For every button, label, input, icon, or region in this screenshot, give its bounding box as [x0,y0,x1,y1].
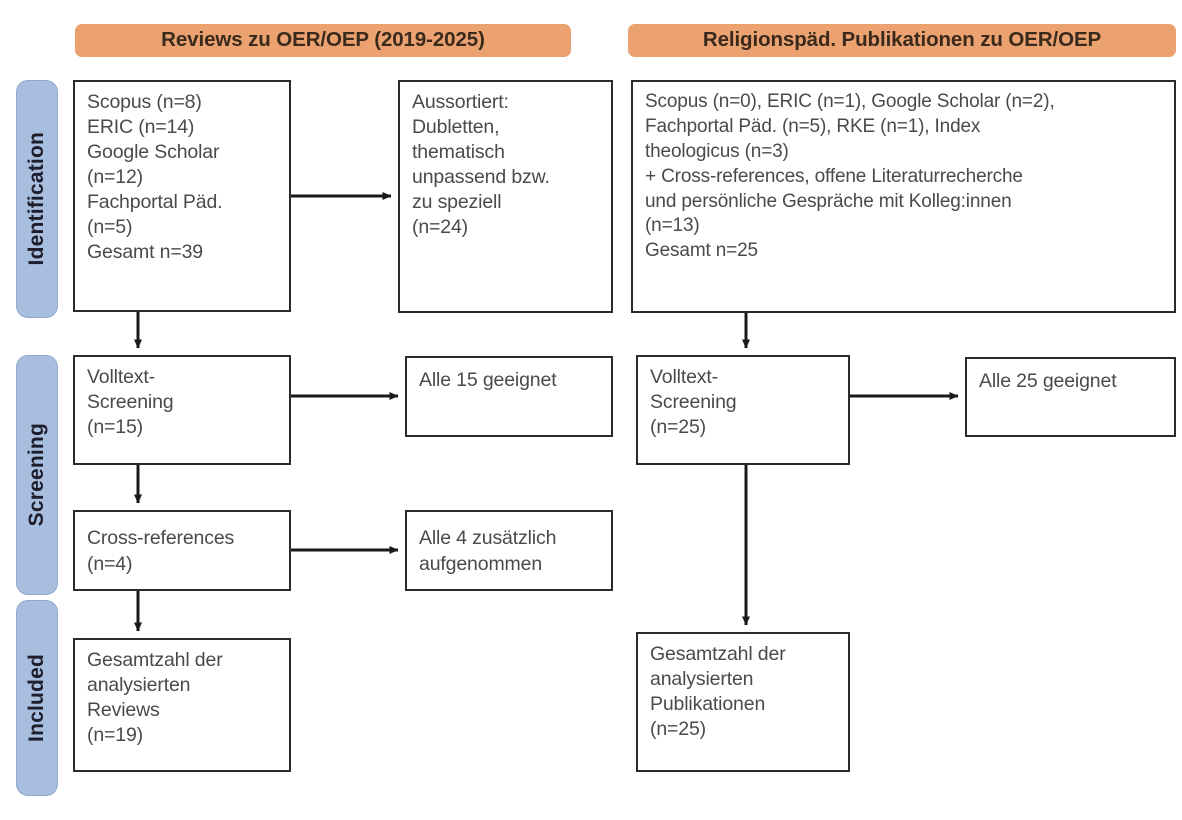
box-identification-sources-left: Scopus (n=8) ERIC (n=14) Google Scholar … [73,80,291,312]
box-crossreferences-added-left: Alle 4 zusätzlich aufgenommen [405,510,613,591]
box-identification-sources-right: Scopus (n=0), ERIC (n=1), Google Scholar… [631,80,1176,313]
box-identification-excluded: Aussortiert: Dubletten, thematisch unpas… [398,80,613,313]
column-header-reviews: Reviews zu OER/OEP (2019-2025) [75,24,571,57]
stage-label-screening-text: Screening [25,423,48,527]
box-screening-fulltext-right: Volltext- Screening (n=25) [636,355,850,465]
stage-label-identification-text: Identification [25,132,48,266]
stage-label-screening: Screening [16,355,58,595]
box-screening-eligible-right: Alle 25 geeignet [965,357,1176,437]
box-crossreferences-left: Cross-references (n=4) [73,510,291,591]
box-included-total-left: Gesamtzahl der analysierten Reviews (n=1… [73,638,291,772]
stage-label-included: Included [16,600,58,796]
stage-label-included-text: Included [25,654,48,742]
box-screening-eligible-left: Alle 15 geeignet [405,356,613,437]
stage-label-identification: Identification [16,80,58,318]
box-included-total-right: Gesamtzahl der analysierten Publikatione… [636,632,850,772]
column-header-religionspaed: Religionspäd. Publikationen zu OER/OEP [628,24,1176,57]
box-screening-fulltext-left: Volltext- Screening (n=15) [73,355,291,465]
